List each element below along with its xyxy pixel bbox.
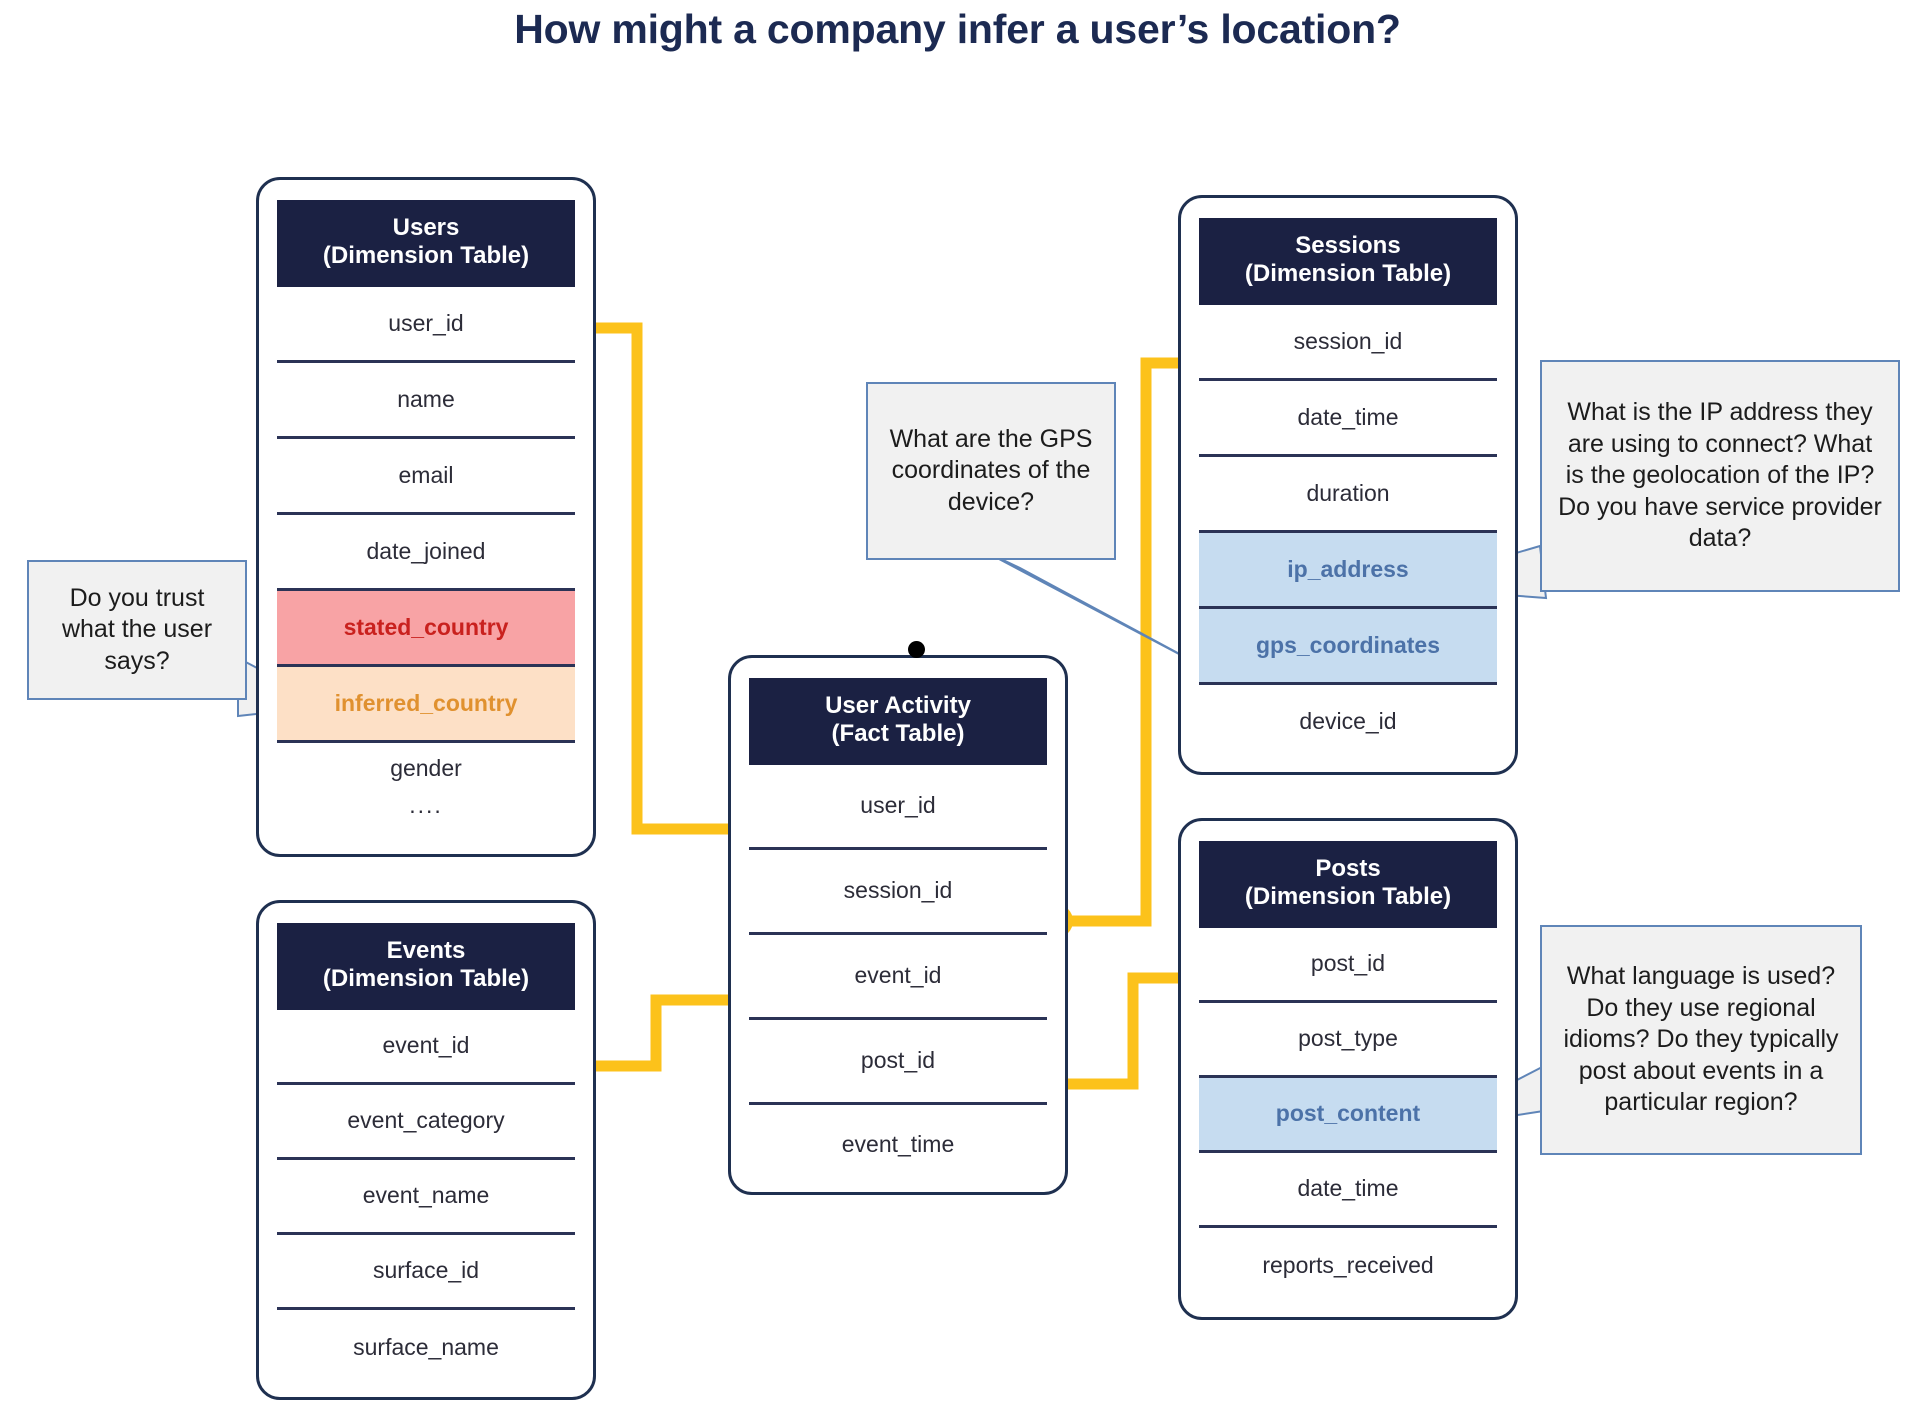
field-users-gender[interactable]: gender <box>390 755 462 782</box>
table-card-posts[interactable]: Posts (Dimension Table) post_id post_typ… <box>1178 818 1518 1320</box>
field-ua-user-id[interactable]: user_id <box>749 765 1047 850</box>
callout-ip-address[interactable]: What is the IP address they are using to… <box>1540 360 1900 592</box>
table-subtitle-user-activity: (Fact Table) <box>831 720 965 748</box>
field-ua-event-time[interactable]: event_time <box>841 1131 955 1158</box>
table-header-user-activity: User Activity (Fact Table) <box>749 678 1047 765</box>
table-title-sessions: Sessions <box>1295 232 1401 259</box>
field-events-event-id[interactable]: event_id <box>277 1010 575 1085</box>
field-users-stated-country[interactable]: stated_country <box>277 590 575 667</box>
callout-trust-user[interactable]: Do you trust what the user says? <box>27 560 247 700</box>
field-events-event-category[interactable]: event_category <box>277 1085 575 1160</box>
table-card-users[interactable]: Users (Dimension Table) user_id name ema… <box>256 177 596 857</box>
table-title-posts: Posts <box>1315 855 1381 882</box>
table-card-events[interactable]: Events (Dimension Table) event_id event_… <box>256 900 596 1400</box>
field-posts-post-id[interactable]: post_id <box>1199 928 1497 1003</box>
table-title-events: Events <box>386 937 466 964</box>
field-list-user-activity: user_id session_id event_id post_id even… <box>749 765 1047 1185</box>
field-sessions-gps-coordinates[interactable]: gps_coordinates <box>1199 608 1497 685</box>
field-sessions-date-time[interactable]: date_time <box>1199 381 1497 457</box>
field-posts-post-type[interactable]: post_type <box>1199 1003 1497 1078</box>
field-list-posts: post_id post_type post_content date_time… <box>1199 928 1497 1303</box>
field-list-users: user_id name email date_joined stated_co… <box>277 287 575 820</box>
field-sessions-ip-address[interactable]: ip_address <box>1199 532 1497 609</box>
field-list-events: event_id event_category event_name surfa… <box>277 1010 575 1385</box>
field-ua-event-id[interactable]: event_id <box>749 935 1047 1020</box>
table-card-user-activity[interactable]: User Activity (Fact Table) user_id sessi… <box>728 655 1068 1195</box>
field-posts-reports-received[interactable]: reports_received <box>1262 1251 1434 1278</box>
field-users-ellipsis: .... <box>409 791 443 818</box>
field-sessions-session-id[interactable]: session_id <box>1199 305 1497 381</box>
callout-post-content[interactable]: What language is used? Do they use regio… <box>1540 925 1862 1155</box>
field-users-date-joined[interactable]: date_joined <box>277 515 575 591</box>
field-events-event-name[interactable]: event_name <box>277 1160 575 1235</box>
table-header-users: Users (Dimension Table) <box>277 200 575 287</box>
field-ua-post-id[interactable]: post_id <box>749 1020 1047 1105</box>
table-subtitle-events: (Dimension Table) <box>322 965 530 993</box>
page-title: How might a company infer a user’s locat… <box>514 6 1401 52</box>
table-title-users: Users <box>392 214 460 241</box>
table-card-sessions[interactable]: Sessions (Dimension Table) session_id da… <box>1178 195 1518 775</box>
table-subtitle-sessions: (Dimension Table) <box>1244 260 1452 288</box>
fact-table-marker-dot <box>908 641 925 658</box>
table-header-events: Events (Dimension Table) <box>277 923 575 1010</box>
callout-gps-coordinates[interactable]: What are the GPS coordinates of the devi… <box>866 382 1116 560</box>
field-sessions-duration[interactable]: duration <box>1199 457 1497 533</box>
table-header-sessions: Sessions (Dimension Table) <box>1199 218 1497 305</box>
field-users-inferred-country[interactable]: inferred_country <box>277 666 575 743</box>
table-header-posts: Posts (Dimension Table) <box>1199 841 1497 928</box>
table-subtitle-users: (Dimension Table) <box>322 242 530 270</box>
field-users-user-id[interactable]: user_id <box>277 287 575 363</box>
field-events-surface-name[interactable]: surface_name <box>353 1333 499 1360</box>
field-posts-date-time[interactable]: date_time <box>1199 1153 1497 1228</box>
field-posts-post-content[interactable]: post_content <box>1199 1077 1497 1153</box>
field-sessions-device-id[interactable]: device_id <box>1299 708 1397 735</box>
table-subtitle-posts: (Dimension Table) <box>1244 883 1452 911</box>
field-users-email[interactable]: email <box>277 439 575 515</box>
table-title-user-activity: User Activity <box>825 692 971 719</box>
field-events-surface-id[interactable]: surface_id <box>277 1235 575 1310</box>
field-ua-session-id[interactable]: session_id <box>749 850 1047 935</box>
field-users-name[interactable]: name <box>277 363 575 439</box>
field-list-sessions: session_id date_time duration ip_address… <box>1199 305 1497 759</box>
